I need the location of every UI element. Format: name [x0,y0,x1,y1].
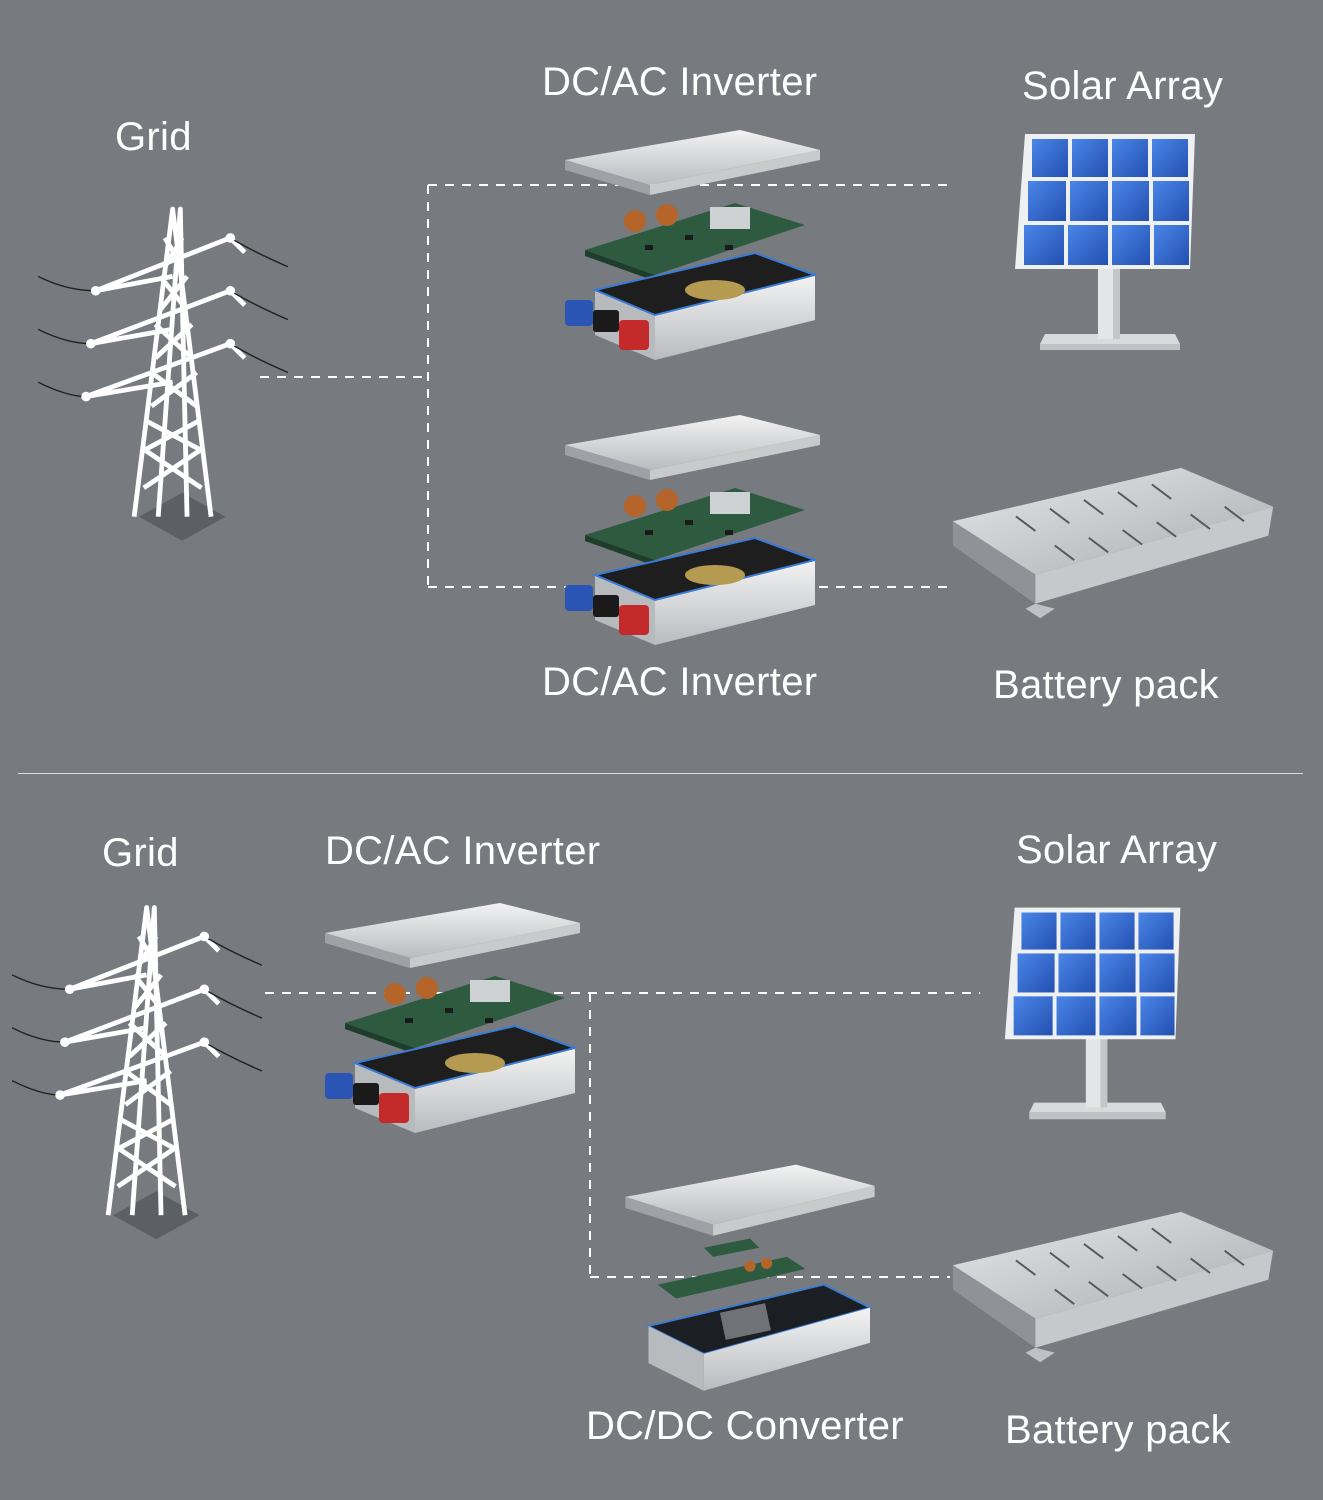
grid-label-top: Grid [115,115,192,159]
inverter-label-top-1: DC/AC Inverter [542,60,818,104]
inverter-label-top-2: DC/AC Inverter [542,660,818,704]
section-divider [18,773,1303,774]
solar-panel-icon-bottom [1000,900,1195,1120]
dc-ac-inverter-image-top-2 [555,410,825,650]
solar-panel-icon-top [1010,128,1210,350]
solar-label-top: Solar Array [1022,64,1224,108]
converter-label-bottom: DC/DC Converter [586,1404,904,1448]
dc-dc-converter-image-bottom [610,1160,890,1400]
battery-label-top: Battery pack [993,663,1219,707]
dc-ac-inverter-image-bottom [315,898,585,1138]
battery-label-bottom: Battery pack [1005,1408,1231,1452]
transmission-tower-icon-bottom [12,890,262,1252]
solar-label-bottom: Solar Array [1016,828,1218,872]
grid-label-bottom: Grid [102,831,179,875]
inverter-label-bottom: DC/AC Inverter [325,829,601,873]
battery-pack-image-bottom [943,1207,1283,1372]
battery-pack-image-top [943,463,1283,628]
transmission-tower-icon-top [38,190,288,555]
dc-ac-inverter-image-top-1 [555,125,825,365]
